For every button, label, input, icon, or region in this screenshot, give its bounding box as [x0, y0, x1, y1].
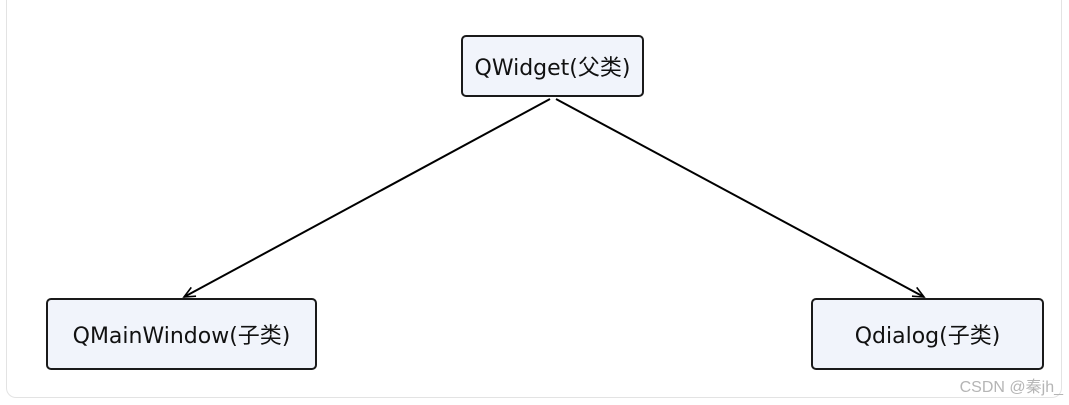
edge-parent-to-right	[555, 98, 926, 298]
node-qwidget-label: QWidget(父类)	[474, 56, 631, 81]
node-qdialog-label: Qdialog(子类)	[854, 324, 1001, 349]
edge-parent-to-left	[182, 98, 551, 298]
node-qdialog: Qdialog(子类)	[811, 298, 1044, 370]
node-qmainwindow-label: QMainWindow(子类)	[72, 324, 291, 349]
watermark: CSDN @秦jh_	[959, 379, 1063, 396]
node-qmainwindow: QMainWindow(子类)	[46, 298, 317, 370]
node-qwidget: QWidget(父类)	[461, 35, 644, 97]
